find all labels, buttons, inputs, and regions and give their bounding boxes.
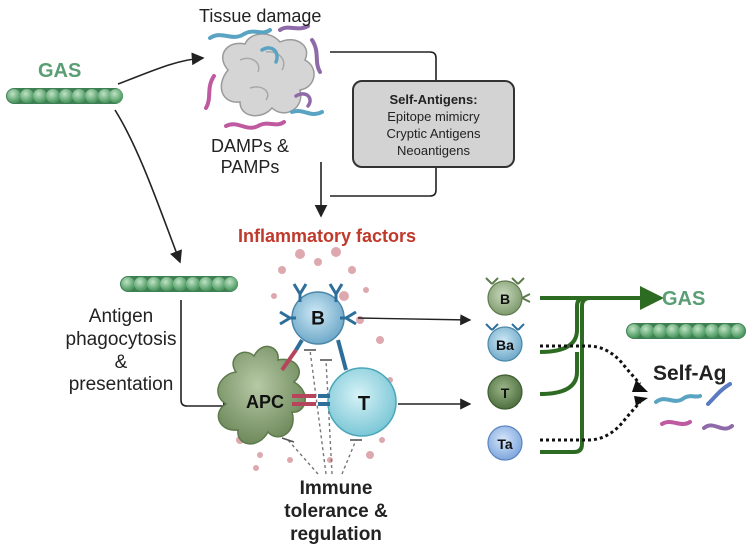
self-antigens-item: Epitope mimicry xyxy=(387,108,480,124)
apc-cell-letter: APC xyxy=(246,392,284,412)
self-antigens-item: Neoantigens xyxy=(397,142,470,158)
self-antigens-title: Self-Antigens: xyxy=(389,92,478,107)
gas-bacteria-chain-top xyxy=(6,88,123,104)
green-response-lines xyxy=(539,296,635,454)
damps-pamps-line1: DAMPs & xyxy=(210,136,289,156)
self-antigens-box: Self-Antigens: Epitope mimicry Cryptic A… xyxy=(352,80,515,168)
t-cell-main: T xyxy=(327,367,397,437)
small-ta-cell: Ta xyxy=(487,425,523,461)
tissue-damage-cluster xyxy=(204,24,324,130)
small-t-cell: T xyxy=(487,374,523,410)
inflammatory-factors-label: Inflammatory factors xyxy=(238,226,417,246)
arrow-to-apc xyxy=(180,300,236,413)
immune-tolerance-label: Immune tolerance & regulation xyxy=(272,478,400,546)
small-b-cell: B xyxy=(485,277,531,316)
regulation-dashed-lines xyxy=(287,349,357,475)
small-b-cell-letter: B xyxy=(500,291,510,307)
arrow-b-to-plasma xyxy=(357,314,472,326)
gas-bacteria-chain-middle xyxy=(120,276,238,292)
b-cell-main-letter: B xyxy=(311,309,325,330)
tissue-damage-label: Tissue damage xyxy=(199,6,322,26)
antigen-line: phagocytosis xyxy=(65,328,177,350)
antigen-line: & xyxy=(114,351,128,373)
immune-line: tolerance & xyxy=(284,500,388,522)
gas-bacteria-chain-right xyxy=(626,323,746,339)
damps-pamps-line2: PAMPs xyxy=(220,156,280,177)
arrow-gas-to-tissue xyxy=(117,52,205,85)
self-ag-label: Self-Ag xyxy=(653,362,727,385)
autoreactive-dotted-arrows xyxy=(540,344,642,442)
inhibition-bars xyxy=(281,349,362,443)
self-antigen-fragments xyxy=(654,382,734,431)
immune-line: Immune xyxy=(299,478,373,499)
cell-receptor-contacts xyxy=(280,338,348,406)
gas-label-right: GAS xyxy=(662,288,706,310)
self-antigens-item: Cryptic Antigens xyxy=(386,125,481,141)
self-ag-arrowhead-lower xyxy=(634,396,648,406)
small-t-cell-letter: T xyxy=(501,385,510,401)
immune-line: regulation xyxy=(290,523,382,545)
t-cell-main-letter: T xyxy=(358,393,370,415)
small-ba-cell: Ba xyxy=(485,323,525,362)
b-cell-main: B xyxy=(279,283,357,345)
self-ag-arrowhead-upper xyxy=(632,380,648,392)
antigen-line: presentation xyxy=(68,374,174,396)
small-ta-cell-letter: Ta xyxy=(497,436,513,452)
antigen-line: Antigen xyxy=(88,306,154,327)
damps-pamps-label: DAMPs & PAMPs xyxy=(210,136,290,177)
gas-label-top: GAS xyxy=(38,60,82,82)
small-ba-cell-letter: Ba xyxy=(496,337,514,353)
arrow-gas-to-phagocytosis xyxy=(114,109,182,264)
antigen-phagocytosis-label: Antigen phagocytosis & presentation xyxy=(62,306,180,397)
